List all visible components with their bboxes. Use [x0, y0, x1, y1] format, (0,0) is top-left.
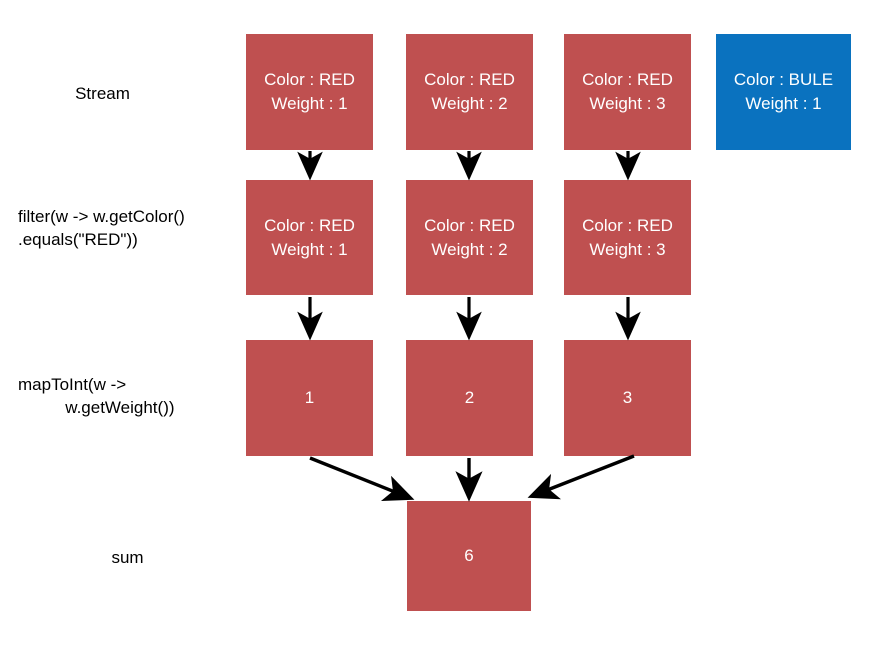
maptoint-node-3[interactable]: 3: [564, 340, 691, 456]
stream-node-2-weight: Weight : 2: [431, 94, 508, 113]
maptoint-node-1-value: 1: [304, 388, 315, 407]
sum-node-value: 6: [464, 546, 474, 565]
stream-node-3[interactable]: Color : RED Weight : 3: [564, 34, 691, 150]
stream-node-2-color: Color : RED: [424, 70, 515, 89]
stream-node-3-color: Color : RED: [582, 70, 673, 89]
stream-node-3-weight: Weight : 3: [589, 94, 666, 113]
maptoint-node-2-value: 2: [464, 388, 475, 407]
filter-node-3-color: Color : RED: [582, 215, 673, 235]
maptoint-node-3-value: 3: [622, 388, 633, 407]
maptoint-node-1[interactable]: 1: [246, 340, 373, 456]
sum-node[interactable]: 6: [407, 501, 531, 611]
filter-node-1[interactable]: Color : RED Weight : 1: [246, 180, 373, 295]
stage-label-maptoint: mapToInt(w -> w.getWeight()): [18, 375, 175, 417]
stream-node-1[interactable]: Color : RED Weight : 1: [246, 34, 373, 150]
arrow-maptoint-to-sum-right: [527, 454, 635, 500]
filter-node-1-weight: Weight : 1: [271, 239, 348, 259]
stage-label-filter: filter(w -> w.getColor() .equals("RED")): [18, 207, 185, 249]
maptoint-node-2[interactable]: 2: [406, 340, 533, 456]
stage-label-stream: Stream: [75, 84, 130, 103]
stream-node-4[interactable]: Color : BULE Weight : 1: [716, 34, 851, 150]
stream-node-2[interactable]: Color : RED Weight : 2: [406, 34, 533, 150]
filter-node-3[interactable]: Color : RED Weight : 3: [564, 180, 691, 295]
filter-node-1-color: Color : RED: [264, 215, 355, 235]
stream-node-1-weight: Weight : 1: [271, 94, 348, 113]
stage-label-sum: sum: [111, 548, 144, 567]
stream-node-4-color: Color : BULE: [733, 70, 834, 89]
filter-node-2-weight: Weight : 2: [431, 239, 508, 259]
filter-node-3-weight: Weight : 3: [589, 239, 666, 259]
stream-node-1-color: Color : RED: [264, 70, 355, 89]
filter-node-2-color: Color : RED: [424, 215, 515, 235]
arrow-maptoint-to-sum-left: [309, 456, 415, 502]
stream-node-4-weight: Weight : 1: [745, 94, 822, 113]
filter-node-2[interactable]: Color : RED Weight : 2: [406, 180, 533, 295]
